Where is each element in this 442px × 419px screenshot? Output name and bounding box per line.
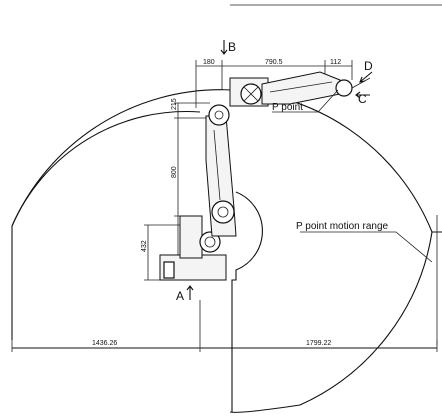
robot-base-foot [163,261,175,279]
robot-upper-arm [261,71,341,105]
dim-432: 432 [141,240,148,252]
robot-joint-1 [199,231,221,253]
view-label-c: C [358,92,367,106]
p-point-leader-line [272,89,339,113]
robot-end-effector [335,79,353,97]
view-arrow-b [220,40,228,55]
dim-790-5: 790.5 [265,59,283,66]
robot-elbow-joint-inner [214,110,224,120]
robot-joint-2-inner [217,206,229,218]
robot-joint-2 [211,200,235,224]
view-label-a: A [176,289,184,303]
view-label-d: D [364,59,373,73]
view-arrow-c [355,91,370,99]
view-arrow-d [359,71,373,83]
end-effector-axis [351,77,371,89]
robot-base-column [179,215,203,259]
robot-wrist-cross [243,86,259,102]
lower-arm-detail [213,129,221,201]
dim-112: 112 [330,59,341,66]
dim-1799-22: 1799.22 [306,340,331,347]
dim-180: 180 [203,59,215,66]
motion-range-leader-line [300,231,433,263]
view-arrow-a [186,285,194,300]
motion-range-label: P point motion range [296,221,389,232]
dim-800: 800 [171,166,178,178]
dim-215: 215 [171,98,178,110]
outer-motion-range-arc-lower [229,231,433,413]
inner-motion-range-arc [11,110,201,340]
view-label-b: B [228,40,236,54]
robot-elbow-joint [208,104,230,126]
dim-1436-26: 1436.26 [92,340,117,347]
inner-cutout-arc [231,191,263,412]
upper-arm-detail [269,81,333,93]
p-point-label: P point [272,102,303,113]
robot-joint-1-inner [204,236,216,248]
